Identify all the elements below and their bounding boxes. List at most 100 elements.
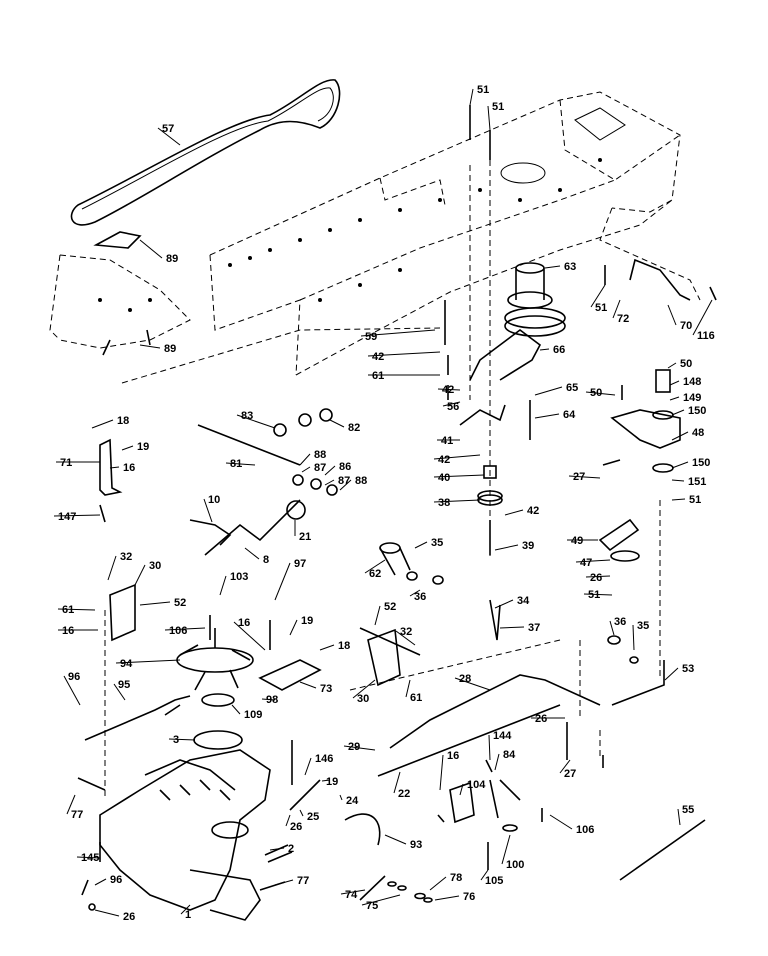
- part-callout-51: 51: [588, 589, 600, 601]
- leader-line: [429, 876, 447, 891]
- leader-line: [671, 409, 685, 416]
- leader-line: [667, 304, 677, 326]
- part-callout-47: 47: [580, 557, 592, 569]
- mount-plate-30: [109, 583, 136, 642]
- leader-line: [539, 348, 550, 351]
- leader-line: [63, 675, 81, 706]
- leader-line: [340, 889, 366, 895]
- leader-line: [299, 809, 304, 817]
- part-callout-55: 55: [682, 804, 694, 816]
- part-callout-77: 77: [297, 875, 309, 887]
- part-callout-104: 104: [467, 779, 486, 791]
- part-callout-93: 93: [410, 839, 422, 851]
- part-callout-30: 30: [357, 693, 369, 705]
- part-callout-61: 61: [410, 692, 422, 704]
- leader-line: [299, 453, 311, 466]
- leader-line: [384, 834, 407, 845]
- part-callout-75: 75: [366, 900, 378, 912]
- leader-line: [583, 593, 613, 596]
- leader-line: [339, 479, 352, 491]
- leader-line: [274, 879, 294, 886]
- leader-line: [57, 608, 96, 611]
- leader-line: [405, 679, 411, 698]
- plate-73: [258, 659, 322, 691]
- leader-line: [433, 454, 481, 460]
- idler-bracket-49: [598, 518, 640, 552]
- knob: [286, 500, 306, 520]
- rod-22: [377, 704, 561, 777]
- part-callout-19: 19: [137, 441, 149, 453]
- part-callout-32: 32: [400, 626, 412, 638]
- part-callout-27: 27: [564, 768, 576, 780]
- belt-guide: [93, 231, 142, 249]
- part-callout-26: 26: [290, 821, 302, 833]
- part-callout-16: 16: [123, 462, 135, 474]
- leader-line: [568, 475, 601, 479]
- cooling-fan: [176, 628, 254, 691]
- part-callout-76: 76: [463, 891, 475, 903]
- part-callout-63: 63: [564, 261, 576, 273]
- leader-line: [414, 541, 428, 549]
- part-callout-148: 148: [683, 376, 701, 388]
- leader-line: [244, 547, 260, 560]
- leader-line: [393, 771, 401, 794]
- leader-line: [360, 329, 436, 337]
- part-callout-35: 35: [431, 537, 443, 549]
- part-callout-53: 53: [682, 663, 694, 675]
- leader-line: [488, 734, 491, 761]
- part-callout-57: 57: [162, 123, 174, 135]
- leader-line: [324, 479, 335, 486]
- leader-line: [437, 388, 461, 391]
- part-callout-19: 19: [326, 776, 338, 788]
- leader-line: [139, 239, 163, 259]
- part-callout-49: 49: [571, 535, 583, 547]
- part-callout-109: 109: [244, 709, 262, 721]
- leader-line: [494, 599, 514, 609]
- part-callout-96: 96: [110, 874, 122, 886]
- part-callout-62: 62: [369, 568, 381, 580]
- part-callout-51: 51: [595, 302, 607, 314]
- leader-line: [374, 605, 381, 626]
- leader-line: [494, 753, 500, 771]
- rod-74: [359, 875, 386, 901]
- part-callout-28: 28: [459, 673, 471, 685]
- leader-line: [203, 498, 213, 523]
- leader-line: [664, 667, 679, 681]
- leader-line: [395, 630, 416, 646]
- part-callout-41: 41: [441, 435, 453, 447]
- part-callout-144: 144: [493, 730, 512, 742]
- leader-line: [439, 754, 444, 791]
- leader-line: [364, 559, 386, 574]
- part-callout-16: 16: [238, 617, 250, 629]
- part-callout-84: 84: [503, 749, 516, 761]
- part-callout-42: 42: [438, 454, 450, 466]
- leader-line: [329, 419, 345, 428]
- leader-line: [433, 474, 485, 478]
- idler-arm: [469, 329, 542, 381]
- part-callout-86: 86: [339, 461, 351, 473]
- leader-line: [324, 465, 336, 476]
- leader-line: [433, 499, 481, 503]
- part-callout-106: 106: [576, 824, 594, 836]
- leader-line: [352, 679, 376, 699]
- leader-line: [499, 626, 525, 629]
- leader-line: [261, 698, 276, 701]
- washer-150b: [652, 463, 674, 473]
- part-callout-56: 56: [447, 401, 459, 413]
- part-callout-29: 29: [348, 741, 360, 753]
- leader-line: [121, 445, 134, 451]
- part-callout-10: 10: [208, 494, 220, 506]
- part-callout-26: 26: [535, 713, 547, 725]
- leader-line: [669, 380, 680, 386]
- part-callout-16: 16: [447, 750, 459, 762]
- part-callout-39: 39: [522, 540, 534, 552]
- part-callout-95: 95: [118, 679, 130, 691]
- leader-line: [480, 869, 489, 881]
- part-callout-89: 89: [164, 343, 176, 355]
- leader-line: [134, 564, 146, 586]
- shift-lever: [204, 499, 301, 556]
- leader-line: [233, 621, 266, 651]
- hose-93: [344, 813, 381, 846]
- pulley-3: [193, 730, 243, 750]
- pulley-109: [201, 693, 235, 707]
